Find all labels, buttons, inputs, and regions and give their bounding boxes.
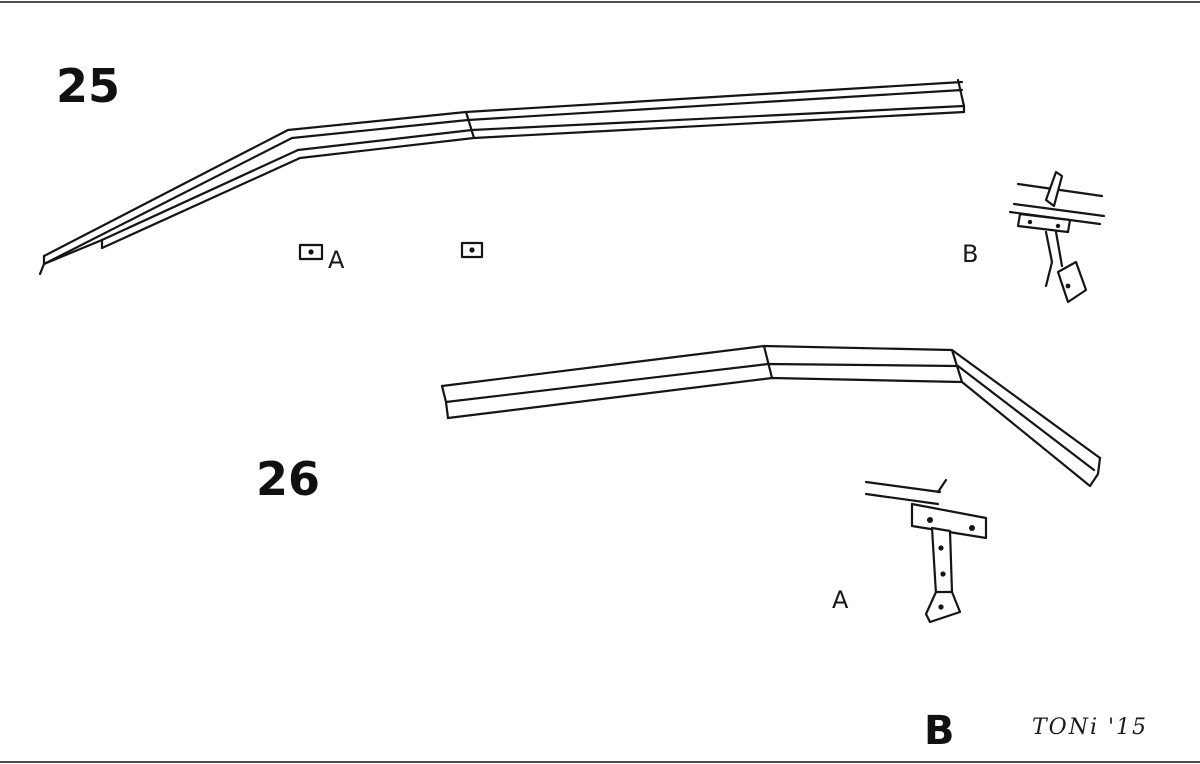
step26-bracket-a-detail (864, 478, 988, 624)
step-number-25: 25 (56, 59, 120, 113)
step25-small-plate-2 (460, 241, 484, 259)
step25-angle-rail (38, 78, 966, 276)
step26-angle-rail (440, 344, 1102, 488)
bottom-part-label-b: B (924, 708, 955, 754)
step25-part-label-a: A (328, 246, 345, 274)
step25-bracket-b-detail (1008, 170, 1106, 304)
step25-small-plate-a (298, 243, 324, 261)
step25-part-label-b: B (962, 240, 978, 268)
artist-signature: TONi '15 (1032, 715, 1148, 740)
step26-part-label-a: A (832, 586, 849, 614)
step-number-26: 26 (256, 452, 320, 506)
